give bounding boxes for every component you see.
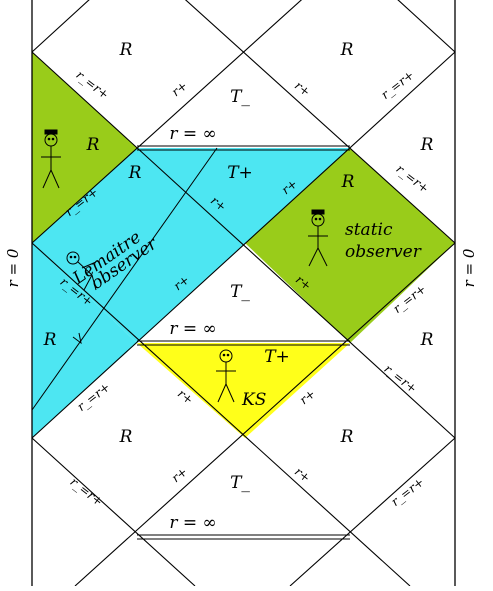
infinity-label: r = ∞ <box>169 319 216 339</box>
region-label-r: R <box>86 135 100 155</box>
infinity-label: r = ∞ <box>169 124 216 144</box>
horizon-label-outer: r+ <box>169 78 190 99</box>
static-observer-label: static <box>345 220 393 240</box>
region-label-r: R <box>341 172 355 192</box>
horizon-label-outer: r+ <box>169 464 190 485</box>
static-observer-label: observer <box>345 242 422 262</box>
region-label-t-minus: T_ <box>230 473 250 493</box>
region-label-r: R <box>128 163 142 183</box>
horizon-label-inner: r_=r+ <box>378 68 416 102</box>
region-label-r: R <box>420 330 434 350</box>
horizon-label-outer: r+ <box>297 386 318 407</box>
region-label-t-minus: T_ <box>230 87 250 107</box>
horizon-label-inner: r_=r+ <box>381 362 419 396</box>
ks-label: KS <box>241 390 266 410</box>
horizon-label-inner: r_=r+ <box>393 162 431 196</box>
infinity-line-lower <box>137 535 350 539</box>
region-label-t-minus: T_ <box>230 282 250 302</box>
region-label-t-plus: T+ <box>227 163 253 183</box>
axis-label-left: r = 0 <box>4 248 22 287</box>
region-label-r: R <box>340 427 354 447</box>
region-label-r: R <box>119 40 133 60</box>
region-label-t-plus: T+ <box>264 347 290 367</box>
horizon-line <box>350 0 455 52</box>
infinity-label: r = ∞ <box>169 513 216 533</box>
horizon-line <box>290 438 455 586</box>
horizon-label-inner: r_=r+ <box>67 475 105 509</box>
horizon-label-outer: r+ <box>292 78 313 99</box>
region-label-r: R <box>420 135 434 155</box>
region-label-r: R <box>340 40 354 60</box>
axis-label-right: r = 0 <box>460 248 478 287</box>
region-label-r: R <box>43 330 57 350</box>
region-label-r: R <box>119 427 133 447</box>
horizon-line <box>32 438 195 586</box>
